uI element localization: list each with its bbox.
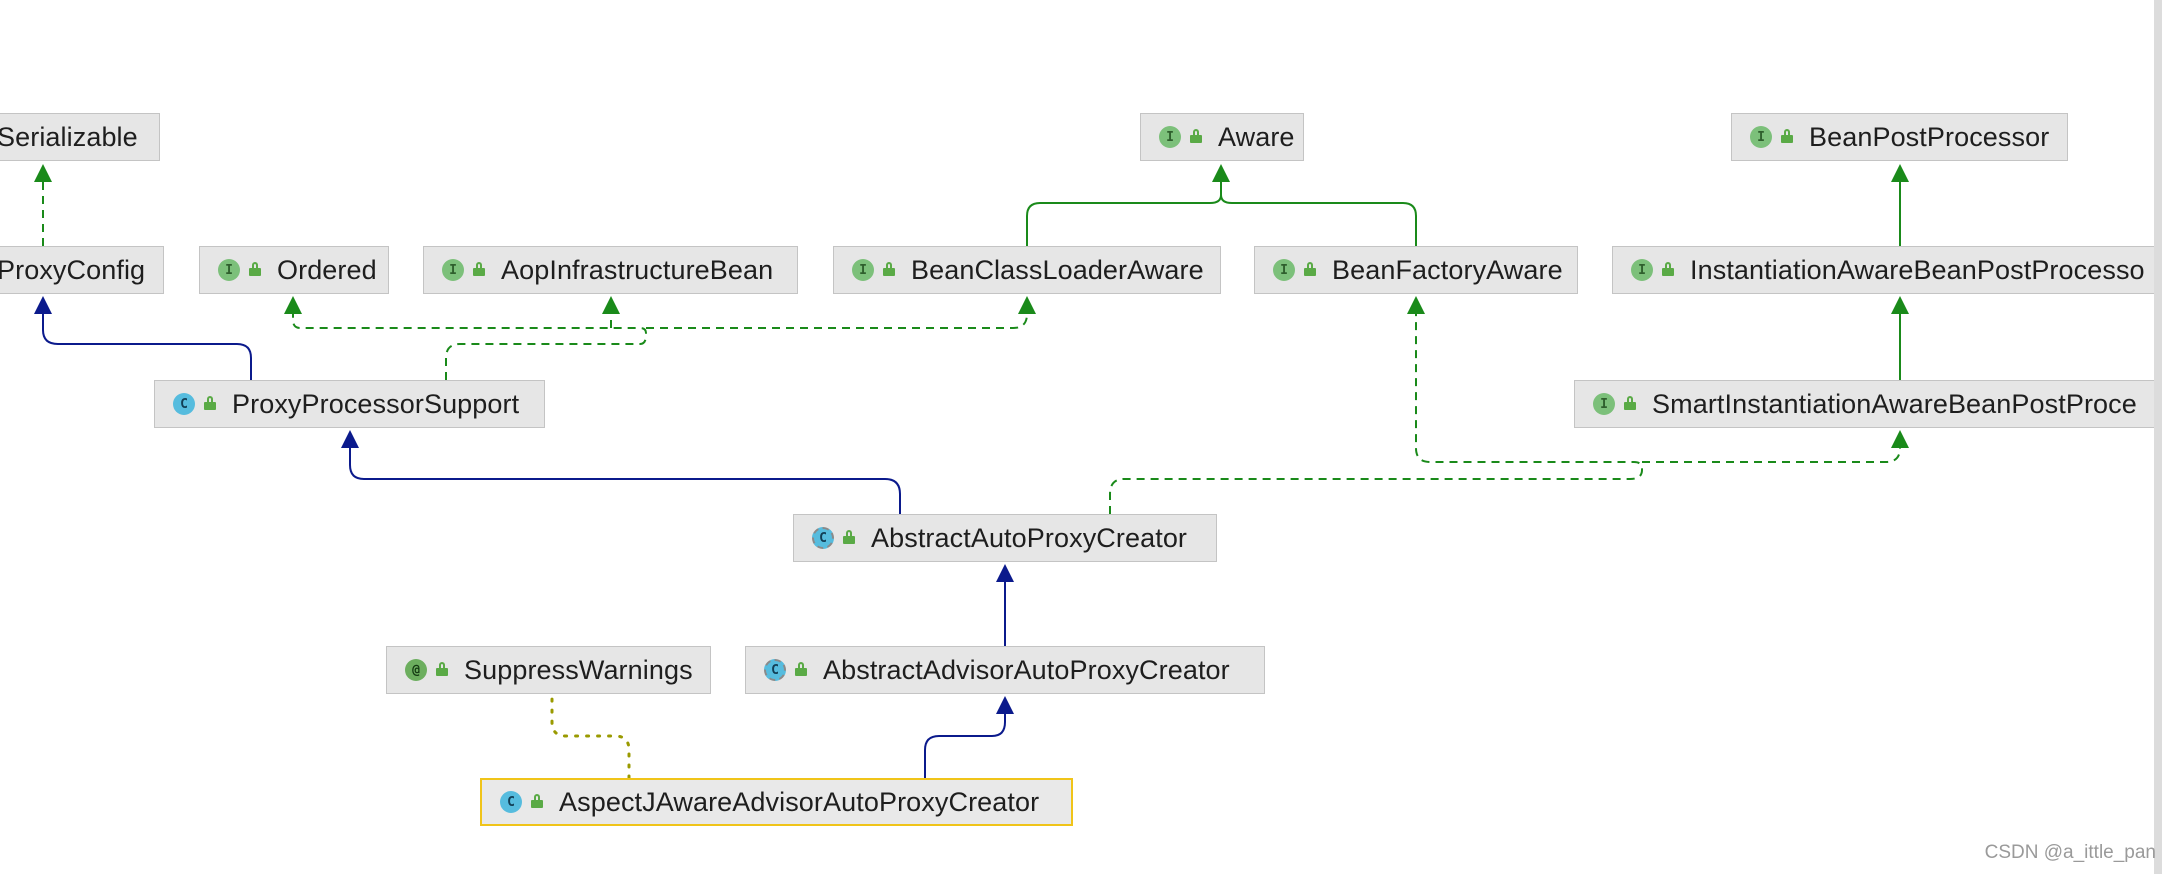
node-label: ProxyProcessorSupport <box>232 388 520 419</box>
public-lock-icon <box>1662 261 1674 276</box>
node-label: InstantiationAwareBeanPostProcesso <box>1690 254 2145 285</box>
interface-icon: I <box>1159 126 1181 148</box>
public-lock-icon <box>1624 395 1636 410</box>
interface-icon: I <box>442 259 464 281</box>
node-label: AspectJAwareAdvisorAutoProxyCreator <box>559 786 1040 817</box>
arrowhead <box>1891 430 1909 448</box>
public-lock-icon <box>531 793 543 808</box>
edge-pps-proxyconfig <box>42 312 252 380</box>
public-lock-icon <box>1190 128 1202 143</box>
arrowhead <box>1212 164 1230 182</box>
edge-beanclassloaderaware-aware <box>1026 180 1222 246</box>
edge-aspectj-suppresswarnings <box>550 696 631 780</box>
edge-beanfactoryaware-aware <box>1220 180 1417 246</box>
edge-pps-bcla <box>646 312 1028 329</box>
public-lock-icon <box>1304 261 1316 276</box>
public-lock-icon <box>795 661 807 676</box>
class-icon: C <box>173 393 195 415</box>
node-bean-factory-aware[interactable]: I BeanFactoryAware <box>1254 246 1578 294</box>
node-serializable[interactable]: Serializable <box>0 113 160 161</box>
node-bean-class-loader-aware[interactable]: I BeanClassLoaderAware <box>833 246 1221 294</box>
node-instantiation-aware-bpp[interactable]: I InstantiationAwareBeanPostProcesso <box>1612 246 2162 294</box>
arrowhead <box>996 564 1014 582</box>
node-label: AbstractAdvisorAutoProxyCreator <box>823 654 1230 685</box>
public-lock-icon <box>1781 128 1793 143</box>
interface-icon: I <box>1750 126 1772 148</box>
edge-aapc-siabpp <box>1642 446 1901 463</box>
arrowhead <box>284 296 302 314</box>
public-lock-icon <box>843 529 855 544</box>
interface-icon: I <box>1631 259 1653 281</box>
vertical-scrollbar[interactable] <box>2154 0 2162 874</box>
arrowhead <box>602 296 620 314</box>
interface-icon: I <box>218 259 240 281</box>
public-lock-icon <box>436 661 448 676</box>
arrowhead <box>996 696 1014 714</box>
node-label: AbstractAutoProxyCreator <box>871 522 1188 553</box>
edge-aapc-pps <box>349 446 901 514</box>
node-aware[interactable]: I Aware <box>1140 113 1304 161</box>
node-smart-instantiation-aware-bpp[interactable]: I SmartInstantiationAwareBeanPostProce <box>1574 380 2162 428</box>
arrowhead <box>1018 296 1036 314</box>
public-lock-icon <box>883 261 895 276</box>
arrowhead <box>1891 296 1909 314</box>
node-abstract-auto-proxy-creator[interactable]: C AbstractAutoProxyCreator <box>793 514 1217 562</box>
node-label: Ordered <box>277 254 377 285</box>
arrowhead <box>1891 164 1909 182</box>
node-suppress-warnings[interactable]: @ SuppressWarnings <box>386 646 711 694</box>
node-proxy-processor-support[interactable]: C ProxyProcessorSupport <box>154 380 545 428</box>
node-bean-post-processor[interactable]: I BeanPostProcessor <box>1731 113 2068 161</box>
abstract-class-icon: C <box>764 659 786 681</box>
class-icon: C <box>500 791 522 813</box>
node-ordered[interactable]: I Ordered <box>199 246 389 294</box>
public-lock-icon <box>473 261 485 276</box>
annotation-icon: @ <box>405 659 427 681</box>
node-label: BeanClassLoaderAware <box>911 254 1204 285</box>
edge-pps-interfaces <box>292 312 647 380</box>
node-label: ProxyConfig <box>0 254 146 285</box>
arrowhead <box>34 296 52 314</box>
interface-icon: I <box>1593 393 1615 415</box>
node-aop-infrastructure-bean[interactable]: I AopInfrastructureBean <box>423 246 798 294</box>
arrowhead <box>341 430 359 448</box>
node-label: SuppressWarnings <box>464 654 693 685</box>
interface-icon: I <box>852 259 874 281</box>
arrowhead <box>34 164 52 182</box>
node-abstract-advisor-auto-proxy-creator[interactable]: C AbstractAdvisorAutoProxyCreator <box>745 646 1265 694</box>
node-label: BeanFactoryAware <box>1332 254 1563 285</box>
abstract-class-icon: C <box>812 527 834 549</box>
node-label: AopInfrastructureBean <box>501 254 774 285</box>
public-lock-icon <box>249 261 261 276</box>
node-label: SmartInstantiationAwareBeanPostProce <box>1652 388 2137 419</box>
node-aspectj-aware-advisor-auto-proxy-creator[interactable]: C AspectJAwareAdvisorAutoProxyCreator <box>480 778 1073 826</box>
arrowhead <box>1407 296 1425 314</box>
edge-aapc-interfaces <box>1109 312 1643 514</box>
node-label: BeanPostProcessor <box>1809 121 2050 152</box>
watermark: CSDN @a_ittle_pan <box>1984 842 2156 863</box>
edge-aspectj-aaapc <box>924 712 1006 778</box>
interface-icon: I <box>1273 259 1295 281</box>
node-label: Serializable <box>0 121 138 152</box>
node-proxy-config[interactable]: ProxyConfig <box>0 246 164 294</box>
node-label: Aware <box>1218 121 1295 152</box>
public-lock-icon <box>204 395 216 410</box>
